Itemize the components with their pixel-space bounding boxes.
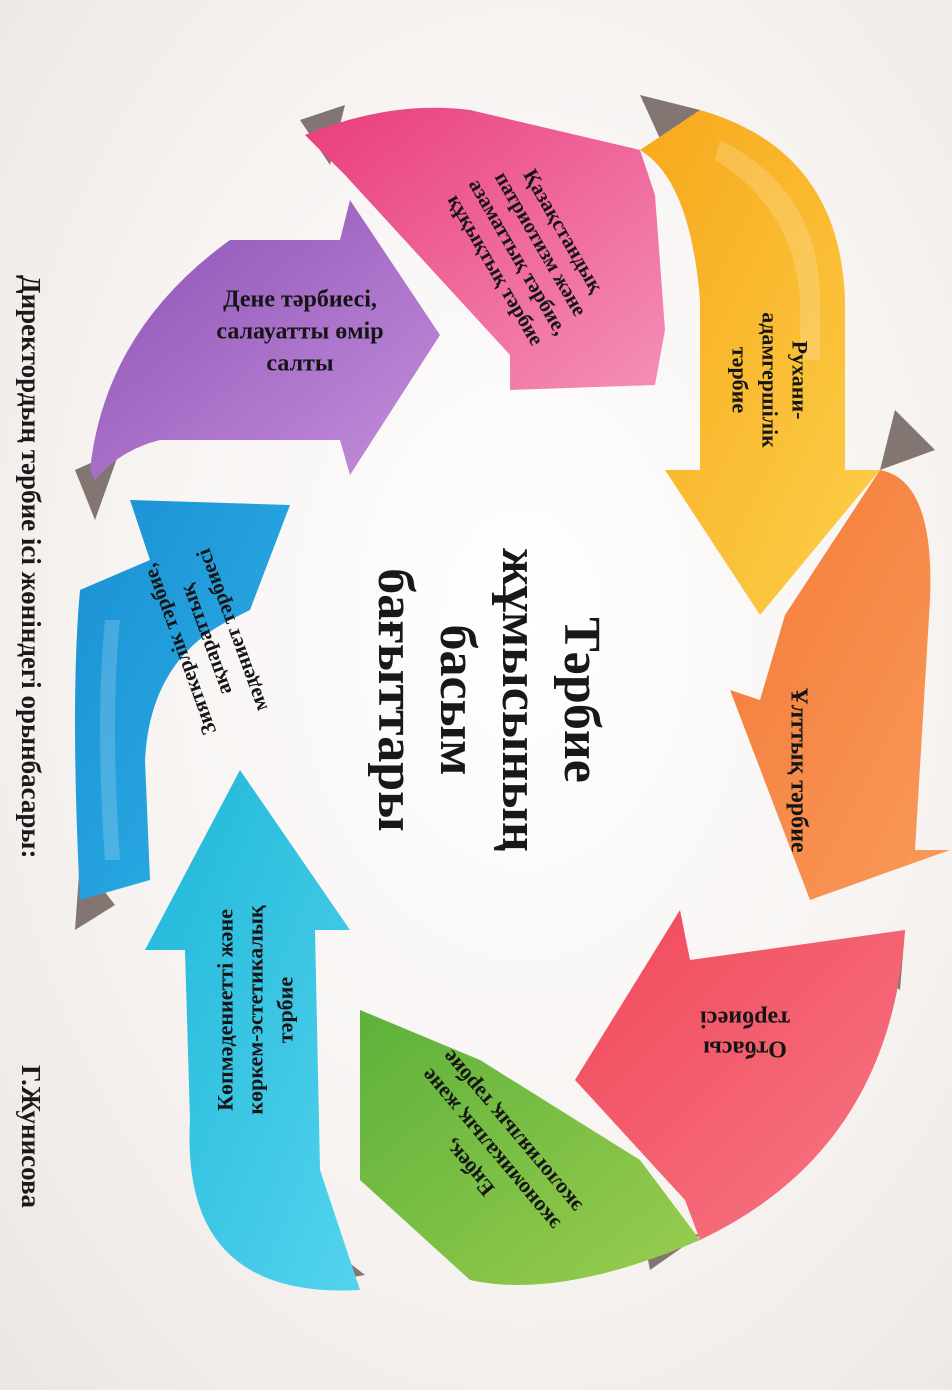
direction-label-line: тәрбиесі bbox=[700, 1006, 790, 1032]
direction-label-line: Дене тәрбиесі, bbox=[223, 286, 377, 312]
direction-label-line: Рухани- bbox=[787, 341, 812, 420]
diagram-title-line: жұмысының bbox=[491, 548, 548, 852]
sheen bbox=[100, 140, 820, 860]
arrow-labor bbox=[360, 1010, 700, 1285]
direction-label-line: тәрбие bbox=[727, 347, 752, 413]
direction-label-line: Ұлттық тәрбие bbox=[786, 687, 812, 853]
direction-label-line: көркем-эстетикалық bbox=[243, 905, 268, 1114]
direction-label-line: тәрбие bbox=[273, 977, 298, 1043]
footer-name: Г.Жунисова bbox=[16, 1065, 46, 1209]
diagram-title-line: бағыттары bbox=[367, 568, 424, 831]
direction-label-line: салты bbox=[266, 350, 333, 376]
diagram-title-line: Тәрбие bbox=[553, 617, 610, 783]
direction-label-line: Көпмәдениетті және bbox=[213, 909, 238, 1111]
direction-label-line: Отбасы bbox=[703, 1036, 787, 1062]
diagram-title: Тәрбиежұмысыныңбасымбағыттары bbox=[367, 548, 610, 852]
diagram-title-line: басым bbox=[429, 624, 486, 775]
arrow-patriotic bbox=[305, 107, 665, 391]
direction-label-physical: Дене тәрбиесі, салауатты өмір салты bbox=[216, 286, 383, 376]
footer-position: Директордың тәрбие ісі жөніндегі орынбас… bbox=[16, 275, 46, 859]
direction-label-line: салауатты өмір bbox=[216, 318, 383, 344]
direction-label-national: Ұлттық тәрбие bbox=[786, 687, 812, 853]
arrow-spiritual bbox=[640, 110, 880, 615]
arrow-national bbox=[730, 470, 950, 900]
direction-label-line: адамгершілік bbox=[757, 312, 782, 448]
direction-label-spiritual: Рухани-адамгершіліктәрбие bbox=[727, 312, 812, 448]
direction-label-family: Отбасы тәрбиесі bbox=[700, 1006, 790, 1062]
arrow-physical bbox=[90, 200, 440, 480]
arrow-family bbox=[575, 910, 905, 1240]
arrow-intellectual bbox=[75, 500, 290, 900]
arrow-multicultural bbox=[145, 770, 360, 1291]
